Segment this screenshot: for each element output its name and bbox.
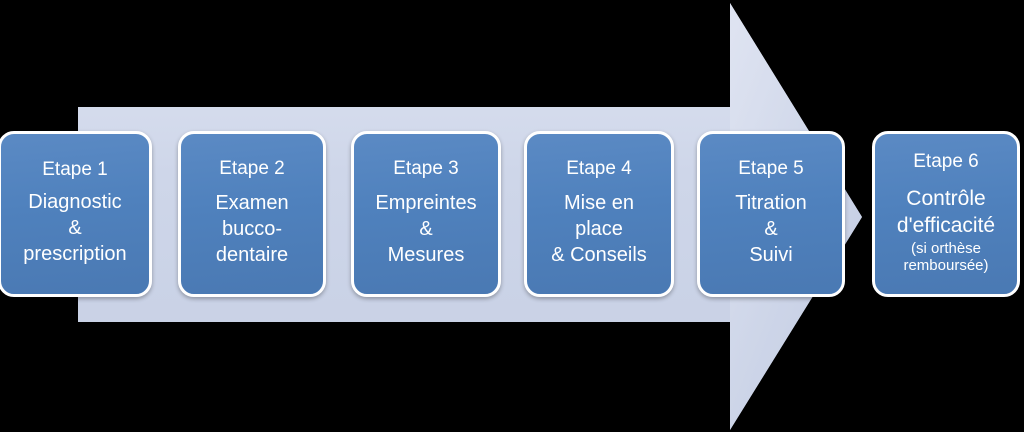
step-1-line-2: & <box>68 216 82 239</box>
step-3-line-1: Empreintes <box>375 192 477 215</box>
step-2-line-3: dentaire <box>215 243 289 266</box>
step-3-title: Etape 3 <box>393 157 459 179</box>
step-5-line-2: & <box>764 217 778 240</box>
step-4-line-3: & Conseils <box>551 243 647 266</box>
step-1-line-1: Diagnostic <box>28 191 122 214</box>
step-3-line-3: Mesures <box>387 243 465 266</box>
step-box-5[interactable]: Etape 5 Titration & Suivi <box>697 131 845 297</box>
step-box-4[interactable]: Etape 4 Mise en place & Conseils <box>524 131 674 297</box>
step-3-line-2: & <box>419 217 433 240</box>
step-6-note-1: (si orthèse <box>910 239 982 257</box>
step-1-title: Etape 1 <box>42 158 108 180</box>
step-6-title: Etape 6 <box>913 150 979 172</box>
step-5-title: Etape 5 <box>738 157 804 179</box>
step-6-line-2: d'efficacité <box>896 214 996 238</box>
step-box-3[interactable]: Etape 3 Empreintes & Mesures <box>351 131 501 297</box>
step-box-1[interactable]: Etape 1 Diagnostic & prescription <box>0 131 152 297</box>
step-5-line-1: Titration <box>735 192 807 215</box>
step-2-line-2: bucco- <box>221 217 283 240</box>
step-2-title: Etape 2 <box>219 157 285 179</box>
step-4-line-2: place <box>575 217 623 240</box>
step-6-note-2: remboursée) <box>903 257 989 275</box>
step-5-line-3: Suivi <box>749 243 793 266</box>
step-box-2[interactable]: Etape 2 Examen bucco- dentaire <box>178 131 326 297</box>
step-4-line-1: Mise en <box>563 192 635 215</box>
step-box-6[interactable]: Etape 6 Contrôle d'efficacité (si orthès… <box>872 131 1020 297</box>
step-1-line-3: prescription <box>23 242 127 265</box>
step-6-line-1: Contrôle <box>906 187 986 211</box>
step-2-line-1: Examen <box>215 192 289 215</box>
step-4-title: Etape 4 <box>566 157 632 179</box>
